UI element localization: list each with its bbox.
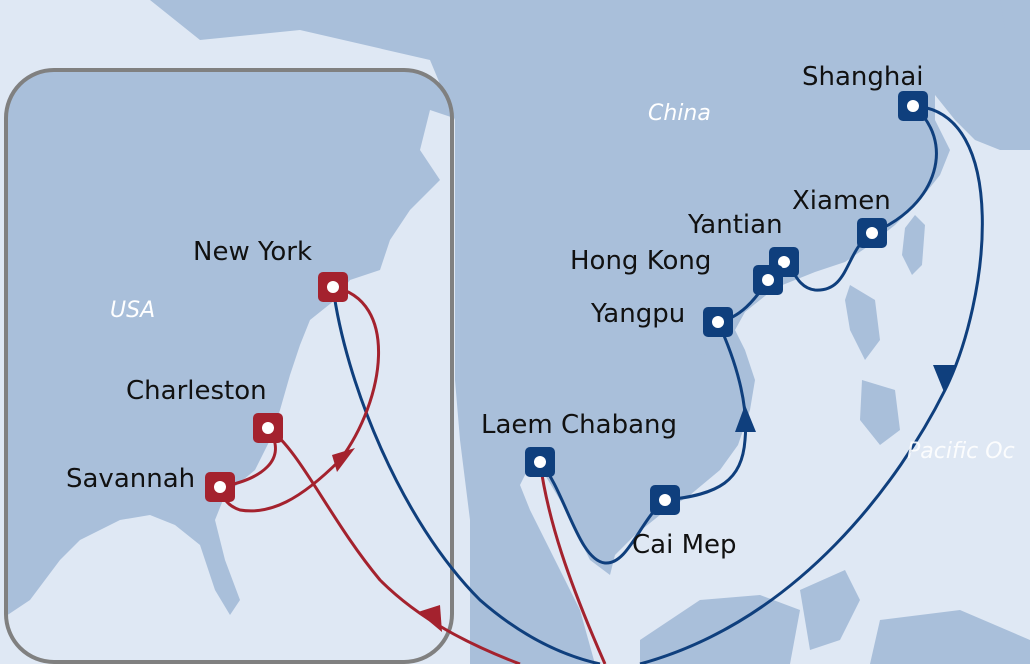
- port-marker-icon[interactable]: [318, 272, 348, 302]
- port-marker-icon[interactable]: [205, 472, 235, 502]
- borneo-island: [640, 595, 800, 664]
- arrow-head-icon: [735, 405, 756, 432]
- port-marker-icon[interactable]: [898, 91, 928, 121]
- sulawesi-island: [800, 570, 860, 650]
- port-label-xiamen[interactable]: Xiamen: [792, 186, 891, 216]
- usa-inset: [4, 68, 454, 664]
- taiwan-island: [902, 215, 925, 275]
- region-label-usa: USA: [110, 298, 156, 323]
- route-charleston-southeast: [267, 426, 521, 664]
- port-marker-icon[interactable]: [703, 307, 733, 337]
- asia-landmass: [150, 0, 1030, 664]
- port-marker-icon[interactable]: [525, 447, 555, 477]
- port-marker-icon[interactable]: [650, 485, 680, 515]
- port-label-hong-kong[interactable]: Hong Kong: [570, 246, 712, 276]
- arrow-head-icon: [933, 365, 955, 392]
- port-label-new-york[interactable]: New York: [193, 237, 313, 267]
- philippines-south: [860, 380, 900, 445]
- port-label-yantian[interactable]: Yantian: [688, 210, 783, 240]
- arrow-head-icon: [418, 605, 442, 632]
- route-shanghai-pacific: [639, 104, 984, 664]
- philippines-luzon: [845, 285, 880, 360]
- route-newyork-savannah: [218, 285, 380, 513]
- new-guinea-island: [870, 610, 1030, 664]
- north-america-landmass: [6, 70, 452, 620]
- route-yangpu-caimep: [664, 321, 748, 502]
- port-label-laem-chabang[interactable]: Laem Chabang: [481, 410, 677, 440]
- port-marker-icon[interactable]: [857, 218, 887, 248]
- japan-islands: [1000, 0, 1030, 80]
- inset-border: [4, 68, 454, 664]
- route-laemchabang-south: [538, 461, 607, 664]
- region-label-china: China: [648, 101, 711, 126]
- route-caimep-laemchabang: [538, 461, 666, 565]
- arrow-head-icon: [332, 448, 355, 472]
- route-newyork-pacific: [331, 286, 601, 664]
- port-label-shanghai[interactable]: Shanghai: [802, 62, 924, 92]
- region-label-pacific: Pacific Oc: [907, 439, 1015, 464]
- port-label-cai-mep[interactable]: Cai Mep: [632, 530, 737, 560]
- port-marker-icon[interactable]: [253, 413, 283, 443]
- port-label-charleston[interactable]: Charleston: [126, 376, 267, 406]
- port-marker-icon[interactable]: [753, 265, 783, 295]
- port-label-yangpu[interactable]: Yangpu: [591, 299, 686, 329]
- port-label-savannah[interactable]: Savannah: [66, 464, 196, 494]
